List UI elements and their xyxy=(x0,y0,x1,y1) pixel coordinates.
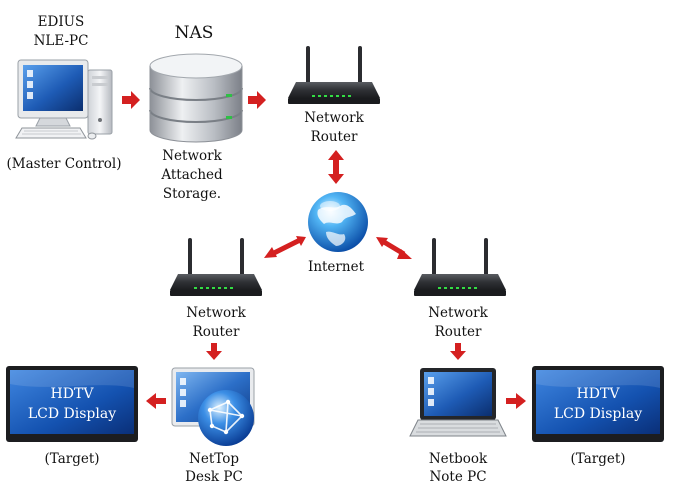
tv-right-caption: (Target) xyxy=(570,451,625,467)
tv-right-screen-line-1: HDTV xyxy=(577,386,621,402)
arrow-router-right-to-netbook xyxy=(450,343,466,360)
internet-caption: Internet xyxy=(308,259,365,275)
nas-caption-2: Attached xyxy=(160,167,223,183)
netbook-node: Netbook Note PC xyxy=(409,368,507,485)
tv-left-screen-line-2: LCD Display xyxy=(28,406,116,422)
router-icon xyxy=(414,238,506,296)
arrow-nas-to-router xyxy=(248,91,266,109)
nas-storage-icon xyxy=(149,53,243,143)
nas-title: NAS xyxy=(175,23,214,43)
router-icon xyxy=(288,46,380,104)
hdtv-icon: HDTV LCD Display xyxy=(532,366,664,442)
nas-caption-1: Network xyxy=(162,148,222,164)
nettop-node: NetTop Desk PC xyxy=(171,367,255,485)
tv-left-caption: (Target) xyxy=(44,451,99,467)
router-top-node: Network Router xyxy=(288,46,380,145)
master-pc-caption: (Master Control) xyxy=(7,156,122,172)
router-top-caption-2: Router xyxy=(311,129,358,145)
arrow-internet-router-right-link xyxy=(376,237,412,259)
netbook-caption-2: Note PC xyxy=(429,469,486,485)
nas-node: NAS Network Attached Storage. xyxy=(149,23,243,202)
internet-node: Internet xyxy=(308,192,368,275)
desktop-pc-icon xyxy=(15,59,113,140)
arrow-router-internet-link xyxy=(328,150,344,184)
netbook-caption-1: Netbook xyxy=(429,451,488,467)
network-ball-icon xyxy=(198,390,254,446)
hdtv-icon: HDTV LCD Display xyxy=(6,366,138,442)
arrow-netbook-to-tv-right xyxy=(506,393,526,409)
tv-left-node: HDTV LCD Display (Target) xyxy=(6,366,138,467)
arrow-nettop-to-tv-left xyxy=(146,393,166,409)
tv-right-node: HDTV LCD Display (Target) xyxy=(532,366,664,467)
arrow-router-left-to-nettop xyxy=(206,343,222,360)
router-left-node: Network Router xyxy=(170,238,262,340)
nas-caption-3: Storage. xyxy=(163,186,221,202)
master-pc-title-2: NLE-PC xyxy=(34,33,89,49)
master-pc-node: EDIUS NLE-PC (Master Control) xyxy=(7,14,122,172)
laptop-icon xyxy=(409,368,507,437)
master-pc-title-1: EDIUS xyxy=(38,14,85,30)
tv-left-screen-line-1: HDTV xyxy=(51,386,95,402)
arrow-pc-to-nas xyxy=(122,91,140,109)
tv-right-screen-line-2: LCD Display xyxy=(554,406,642,422)
arrow-internet-router-left-link xyxy=(264,236,306,258)
globe-icon xyxy=(308,192,368,252)
router-top-caption-1: Network xyxy=(304,110,364,126)
router-icon xyxy=(170,238,262,296)
router-right-caption-1: Network xyxy=(428,305,488,321)
router-right-node: Network Router xyxy=(414,238,506,340)
router-left-caption-1: Network xyxy=(186,305,246,321)
nettop-pc-icon xyxy=(171,367,255,446)
router-left-caption-2: Router xyxy=(193,324,240,340)
router-right-caption-2: Router xyxy=(435,324,482,340)
nettop-caption-2: Desk PC xyxy=(185,469,243,485)
nettop-caption-1: NetTop xyxy=(189,451,239,467)
